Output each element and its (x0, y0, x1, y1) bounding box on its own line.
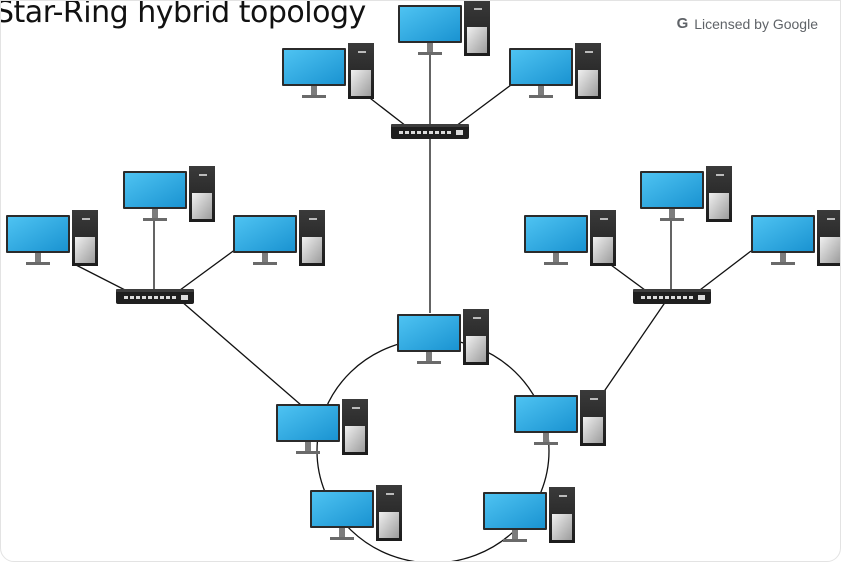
left-star-links (75, 221, 302, 406)
top-star-links (365, 55, 512, 313)
computer-top-right (509, 43, 601, 99)
google-g-icon: G (676, 15, 689, 32)
computer-left-center (123, 166, 215, 222)
page-title: Star-Ring hybrid topology (0, 0, 366, 30)
switch-top (391, 124, 469, 139)
computer-right-left (524, 210, 616, 266)
right-star-links (602, 221, 752, 394)
computer-right-right (751, 210, 840, 266)
computer-left-left (6, 210, 98, 266)
license-text: Licensed by Google (694, 15, 818, 32)
license-link[interactable]: G Licensed by Google (677, 15, 818, 32)
computer-top-center (398, 1, 490, 56)
computer-ring-left (276, 399, 368, 455)
computer-left-right (233, 210, 325, 266)
computer-ring-top (397, 309, 489, 365)
computer-ring-bottom-left (310, 485, 402, 541)
computer-top-left (282, 43, 374, 99)
switch-right (633, 289, 711, 304)
computer-ring-bottom-right (483, 487, 575, 543)
topology-diagram (6, 1, 840, 561)
switch-left (116, 289, 194, 304)
image-card: Star-Ring hybrid topology G Licensed by … (0, 0, 841, 562)
computer-right-center (640, 166, 732, 222)
computer-ring-right (514, 390, 606, 446)
